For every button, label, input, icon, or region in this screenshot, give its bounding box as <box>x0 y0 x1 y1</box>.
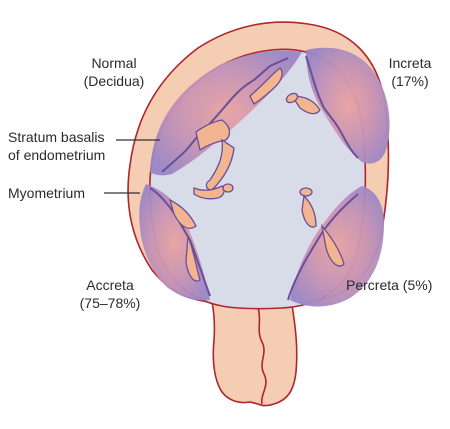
label-myometrium-text: Myometrium <box>8 185 86 201</box>
villi-increta <box>285 92 321 115</box>
label-accreta: Accreta (75–78%) <box>70 276 150 312</box>
label-increta-line1: Increta <box>388 55 432 71</box>
label-percreta-text: Percreta (5%) <box>346 277 433 293</box>
label-normal-line2: (Decidua) <box>83 73 145 89</box>
villus-line-increta <box>305 55 359 159</box>
placenta-normal <box>150 50 302 176</box>
label-accreta-line2: (75–78%) <box>79 295 141 311</box>
label-accreta-line1: Accreta <box>86 277 134 293</box>
label-percreta: Percreta (5%) <box>346 276 432 294</box>
label-normal: Normal (Decidua) <box>64 54 164 90</box>
label-increta-line2: (17%) <box>391 73 429 89</box>
villi-accreta <box>168 183 234 282</box>
villus-line-percreta <box>287 193 359 301</box>
label-myometrium: Myometrium <box>8 184 85 202</box>
label-stratum-line1: Stratum basalis <box>8 129 105 145</box>
villi-normal <box>195 67 283 191</box>
label-increta: Increta (17%) <box>380 54 440 90</box>
label-normal-line1: Normal <box>91 55 137 71</box>
label-stratum: Stratum basalis of endometrium <box>8 128 105 164</box>
villus-line-normal <box>161 57 289 173</box>
cervical-canal <box>257 307 267 405</box>
villi-percreta <box>299 187 345 267</box>
villus-line-accreta <box>149 187 211 297</box>
placenta-increta <box>306 47 390 164</box>
label-stratum-line2: of endometrium <box>8 147 106 163</box>
